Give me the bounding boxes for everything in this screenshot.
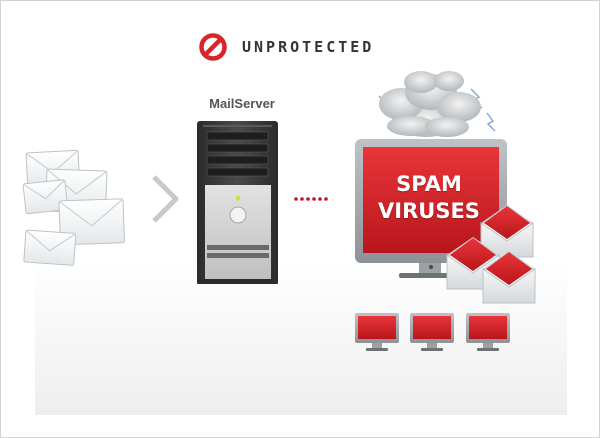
incoming-envelopes: [22, 149, 125, 266]
infected-envelope-icon: [482, 251, 536, 304]
chevron-right-icon: [152, 175, 179, 223]
monitor-threat-text: SPAM VIRUSES: [367, 171, 491, 225]
client-monitor-icon: [466, 313, 510, 351]
server-tower-icon: [197, 121, 278, 284]
threat-line-viruses: VIRUSES: [378, 199, 480, 223]
storm-cloud-icon: [378, 71, 496, 137]
envelope-icon: [22, 179, 69, 215]
threat-line-spam: SPAM: [396, 172, 462, 196]
infected-monitor-icon: [355, 139, 507, 278]
envelope-icon: [23, 229, 77, 266]
dotted-connector: [294, 197, 328, 201]
protection-status: UNPROTECTED: [198, 29, 374, 65]
server-label: MailServer: [209, 96, 275, 111]
prohibited-icon: [199, 33, 227, 61]
client-monitor-icon: [355, 313, 399, 351]
client-monitor-icon: [410, 313, 454, 351]
status-label: UNPROTECTED: [242, 38, 375, 56]
